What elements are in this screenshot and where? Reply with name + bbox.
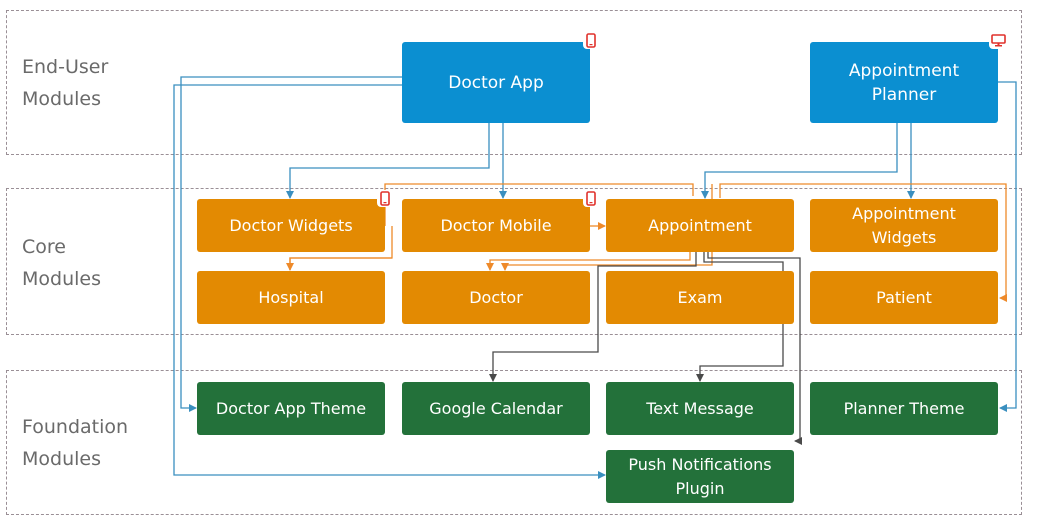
module-appointment[interactable]: Appointment <box>606 199 794 252</box>
core-modules-label: Core Modules <box>22 236 101 290</box>
end-user-modules-label: End-User Modules <box>22 56 109 110</box>
module-doctor-widgets[interactable]: Doctor Widgets <box>197 199 385 252</box>
module-appointment-planner[interactable]: Appointment Planner <box>810 42 998 123</box>
mobile-icon <box>377 190 392 207</box>
module-google-calendar[interactable]: Google Calendar <box>402 382 590 435</box>
module-appointment-widgets[interactable]: Appointment Widgets <box>810 199 998 252</box>
foundation-modules-label: Foundation Modules <box>22 416 129 470</box>
module-push-notifications-plugin[interactable]: Push Notifications Plugin <box>606 450 794 503</box>
module-planner-theme[interactable]: Planner Theme <box>810 382 998 435</box>
module-doctor-app-theme[interactable]: Doctor App Theme <box>197 382 385 435</box>
module-exam[interactable]: Exam <box>606 271 794 324</box>
module-doctor-app[interactable]: Doctor App <box>402 42 590 123</box>
module-hospital[interactable]: Hospital <box>197 271 385 324</box>
module-doctor-mobile[interactable]: Doctor Mobile <box>402 199 590 252</box>
module-patient[interactable]: Patient <box>810 271 998 324</box>
module-doctor[interactable]: Doctor <box>402 271 590 324</box>
mobile-icon <box>583 32 598 49</box>
module-text-message[interactable]: Text Message <box>606 382 794 435</box>
mobile-icon <box>583 190 598 207</box>
desktop-icon <box>989 32 1007 49</box>
